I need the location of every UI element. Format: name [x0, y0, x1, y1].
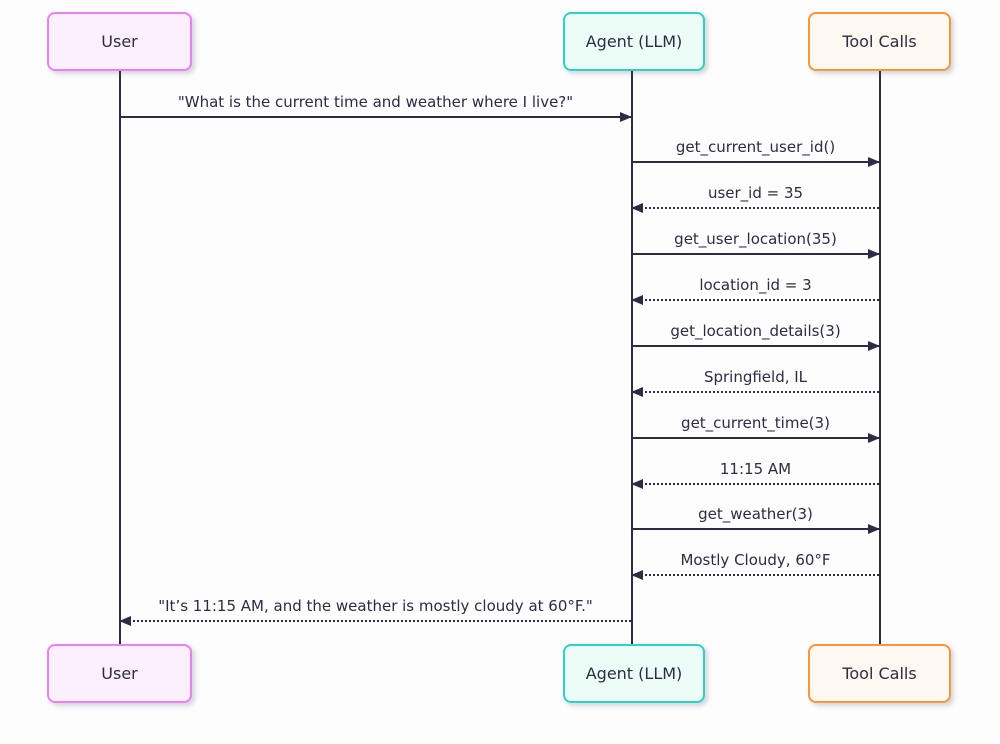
message-arrow-line	[120, 620, 631, 622]
message-row-get-current-time: get_current_time(3)	[632, 411, 880, 443]
actor-label-agent: Agent (LLM)	[585, 664, 683, 683]
lifeline-agent	[631, 71, 633, 644]
message-row-user-question: "What is the current time and weather wh…	[120, 90, 632, 122]
arrowhead-right-icon	[868, 157, 880, 167]
lifeline-tool	[879, 71, 881, 644]
actor-label-agent: Agent (LLM)	[585, 32, 683, 51]
arrowhead-left-icon	[631, 479, 643, 489]
message-label: get_current_time(3)	[681, 414, 830, 432]
message-arrow-line	[632, 483, 879, 485]
arrowhead-right-icon	[868, 249, 880, 259]
message-label: location_id = 3	[699, 276, 812, 294]
message-row-location-result: Springfield, IL	[631, 365, 879, 397]
arrowhead-left-icon	[631, 203, 643, 213]
message-arrow-line	[632, 345, 879, 347]
message-arrow-line	[632, 299, 879, 301]
actor-box-tool-top: Tool Calls	[808, 12, 951, 71]
lifeline-user	[119, 71, 121, 644]
message-arrow-line	[632, 161, 879, 163]
message-label: get_current_user_id()	[675, 138, 836, 156]
message-row-agent-final-answer: "It’s 11:15 AM, and the weather is mostl…	[119, 594, 631, 626]
arrowhead-left-icon	[631, 387, 643, 397]
message-label: get_weather(3)	[698, 505, 813, 523]
message-label: Springfield, IL	[703, 368, 808, 386]
message-row-user-id-result: user_id = 35	[631, 181, 879, 213]
message-row-get-current-user-id: get_current_user_id()	[632, 135, 880, 167]
arrowhead-left-icon	[119, 616, 131, 626]
message-row-weather-result: Mostly Cloudy, 60°F	[631, 548, 879, 580]
message-label: "What is the current time and weather wh…	[177, 93, 574, 111]
actor-label-tool: Tool Calls	[842, 664, 917, 683]
arrowhead-right-icon	[868, 524, 880, 534]
actor-box-agent-bottom: Agent (LLM)	[563, 644, 705, 703]
actor-label-tool: Tool Calls	[842, 32, 917, 51]
actor-box-user-top: User	[47, 12, 192, 71]
message-row-get-location-details: get_location_details(3)	[632, 319, 880, 351]
message-row-location-id-result: location_id = 3	[631, 273, 879, 305]
message-row-time-result: 11:15 AM	[631, 457, 879, 489]
arrowhead-left-icon	[631, 295, 643, 305]
actor-box-agent-top: Agent (LLM)	[563, 12, 705, 71]
actor-box-tool-bottom: Tool Calls	[808, 644, 951, 703]
message-row-get-user-location: get_user_location(35)	[632, 227, 880, 259]
message-arrow-line	[632, 437, 879, 439]
actor-label-user: User	[101, 664, 138, 683]
message-arrow-line	[632, 253, 879, 255]
actor-box-user-bottom: User	[47, 644, 192, 703]
arrowhead-right-icon	[868, 341, 880, 351]
message-label: user_id = 35	[707, 184, 804, 202]
arrowhead-left-icon	[631, 570, 643, 580]
message-label: get_location_details(3)	[670, 322, 841, 340]
actor-label-user: User	[101, 32, 138, 51]
message-label: 11:15 AM	[719, 460, 792, 478]
message-label: get_user_location(35)	[674, 230, 837, 248]
arrowhead-right-icon	[868, 433, 880, 443]
message-arrow-line	[632, 528, 879, 530]
arrowhead-right-icon	[620, 112, 632, 122]
message-row-get-weather: get_weather(3)	[632, 502, 880, 534]
message-label: "It’s 11:15 AM, and the weather is mostl…	[158, 597, 593, 615]
message-arrow-line	[632, 207, 879, 209]
message-label: Mostly Cloudy, 60°F	[680, 551, 831, 569]
message-arrow-line	[632, 574, 879, 576]
message-arrow-line	[632, 391, 879, 393]
message-arrow-line	[120, 116, 631, 118]
